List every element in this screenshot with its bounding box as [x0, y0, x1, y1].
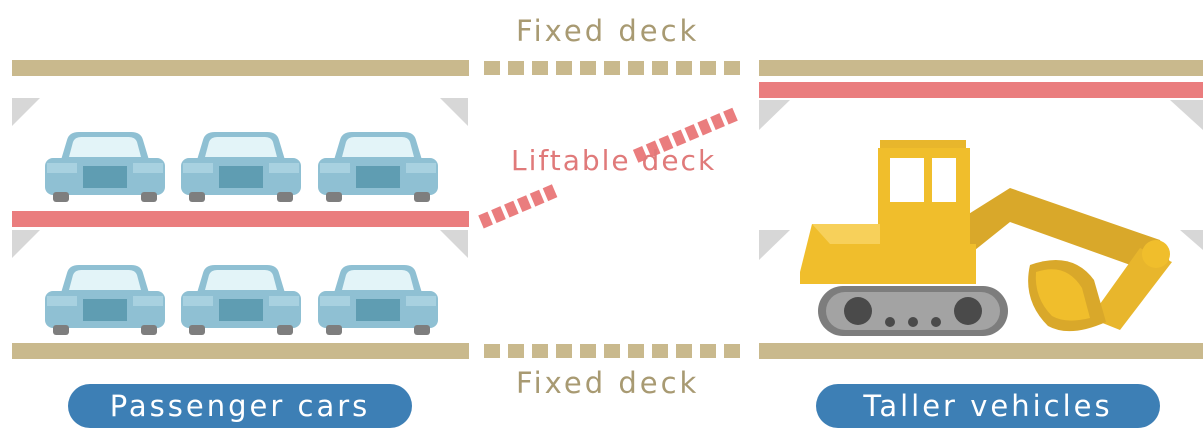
- deck-dash: [508, 61, 524, 75]
- liftable-deck-right: [759, 82, 1203, 98]
- deck-dash: [484, 61, 500, 75]
- deck-dash: [604, 61, 620, 75]
- fixed-deck-top-dashed: [484, 61, 740, 75]
- deck-dash: [580, 344, 596, 358]
- deck-dash: [652, 61, 668, 75]
- deck-dash: [484, 344, 500, 358]
- deck-dash: [676, 344, 692, 358]
- liftable-deck-label: Liftable deck: [511, 144, 717, 177]
- deck-dash: [556, 61, 572, 75]
- deck-dash: [556, 344, 572, 358]
- fixed-deck-bottom-dashed: [484, 344, 740, 358]
- deck-brackets: [12, 98, 1203, 260]
- excavator-icon: [800, 140, 1172, 336]
- deck-dash: [652, 344, 668, 358]
- deck-dash: [580, 61, 596, 75]
- deck-dash: [724, 61, 740, 75]
- car-icon: [318, 132, 438, 202]
- fixed-deck-bottom: [12, 343, 1203, 359]
- car-icon: [181, 265, 301, 335]
- passenger-cars-label: Passenger cars: [68, 384, 412, 428]
- deck-dash: [532, 344, 548, 358]
- car-icon: [45, 265, 165, 335]
- fixed-deck-top: [12, 60, 1203, 76]
- deck-dash: [628, 61, 644, 75]
- deck-dash: [676, 61, 692, 75]
- deck-dash: [724, 344, 740, 358]
- deck-dash: [628, 344, 644, 358]
- deck-dash: [532, 61, 548, 75]
- deck-dash: [508, 344, 524, 358]
- deck-dash: [700, 61, 716, 75]
- deck-dash: [604, 344, 620, 358]
- fixed-deck-top-label: Fixed deck: [516, 14, 700, 48]
- fixed-deck-bottom-label: Fixed deck: [516, 366, 700, 400]
- liftable-deck-left: [12, 211, 469, 227]
- car-icon: [45, 132, 165, 202]
- car-icon: [181, 132, 301, 202]
- taller-vehicles-label: Taller vehicles: [816, 384, 1160, 428]
- car-icon: [318, 265, 438, 335]
- liftable-deck-dashed-ramp: [478, 107, 738, 229]
- deck-dash: [700, 344, 716, 358]
